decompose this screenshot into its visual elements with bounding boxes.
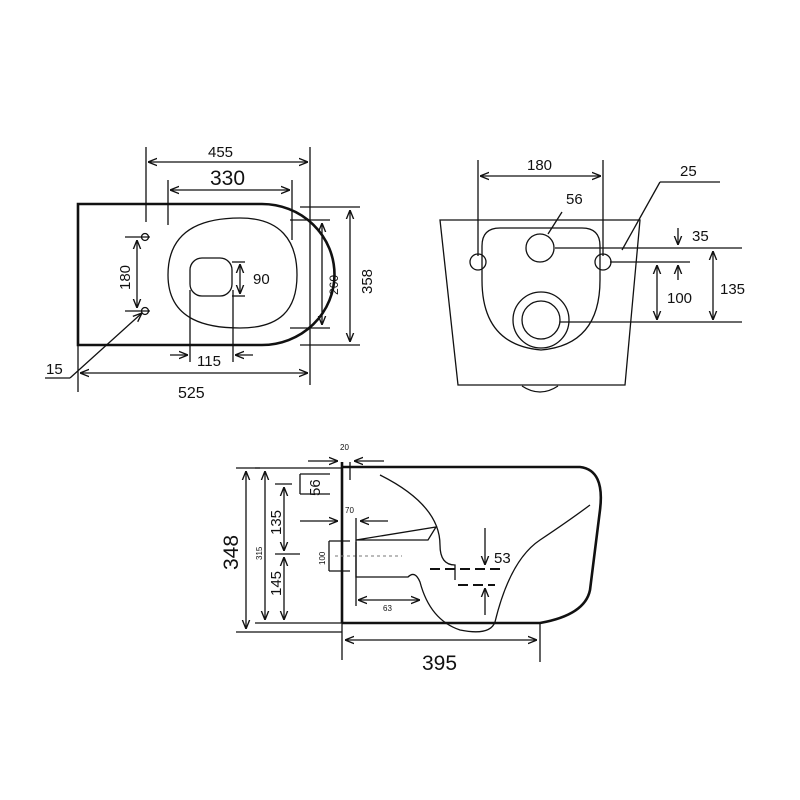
dim-455: 455 [208, 144, 233, 161]
dim-180: 180 [117, 265, 134, 290]
dim-525: 525 [178, 385, 205, 402]
dim-135-front: 135 [720, 281, 745, 298]
dim-63: 63 [383, 604, 392, 613]
dim-145: 145 [268, 571, 285, 596]
side-view: 53 63 20 56 70 100 135 145 315 348 395 [220, 443, 603, 675]
dim-35: 35 [692, 228, 709, 245]
bowl-opening [189, 257, 233, 297]
top-view: 455 330 180 90 260 358 115 15 525 [45, 144, 376, 402]
dim-180-front: 180 [527, 157, 552, 174]
dim-25: 25 [680, 163, 697, 180]
dim-115: 115 [197, 353, 221, 370]
fixing-hole-right [594, 253, 612, 271]
dim-15: 15 [46, 361, 63, 378]
fixing-hole-left [469, 253, 487, 271]
dim-56-side: 56 [307, 479, 324, 496]
dim-260: 260 [327, 275, 341, 295]
top-view-outline [76, 202, 336, 347]
dim-135-side: 135 [268, 510, 285, 535]
dim-90: 90 [253, 271, 270, 288]
dim-100-side: 100 [318, 551, 327, 565]
front-view: 180 56 25 35 100 135 [439, 157, 745, 393]
dim-53: 53 [494, 550, 511, 567]
dim-20: 20 [340, 443, 349, 452]
dim-56-front: 56 [566, 191, 583, 208]
dim-330: 330 [210, 167, 245, 190]
dim-358: 358 [359, 269, 376, 294]
dim-100-front: 100 [667, 290, 692, 307]
dim-348: 348 [220, 535, 243, 570]
dim-395: 395 [422, 652, 457, 675]
side-view-outline [342, 465, 603, 625]
back-profile [481, 227, 601, 351]
dim-70: 70 [345, 506, 354, 515]
outlet-outer [512, 291, 570, 349]
outlet-inner [521, 300, 561, 340]
dim-315: 315 [255, 546, 264, 560]
seat-outline [167, 217, 298, 329]
front-view-outline [439, 219, 641, 386]
water-inlet [525, 233, 555, 263]
